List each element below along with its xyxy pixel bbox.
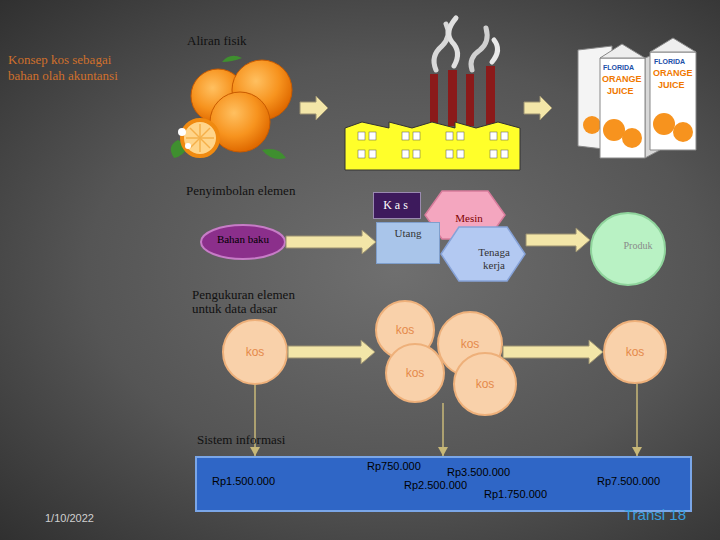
carton-text: JUICE bbox=[607, 86, 634, 96]
shape-fill bbox=[591, 213, 665, 285]
node-text: Tenaga kerja bbox=[472, 246, 516, 272]
arrow-shaft bbox=[636, 384, 638, 456]
amount-text: Rp1.500.000 bbox=[212, 475, 275, 488]
cost-circle: kos bbox=[603, 320, 667, 384]
arrow-head bbox=[438, 447, 448, 456]
carton-text: ORANGE bbox=[653, 68, 693, 78]
node-text: kos bbox=[476, 378, 495, 391]
amount-text: Rp1.750.000 bbox=[484, 488, 547, 501]
juice-cartons bbox=[578, 38, 696, 158]
node-text: kos bbox=[626, 346, 645, 359]
shape-fill bbox=[201, 225, 285, 259]
material-ellipse: Bahan baku bbox=[200, 224, 286, 260]
cash-box: Kas bbox=[373, 192, 421, 219]
date-footer: 1/10/2022 bbox=[45, 512, 94, 524]
debt-box: Utang bbox=[376, 222, 440, 264]
carton-text: ORANGE bbox=[602, 74, 642, 84]
arrow-head bbox=[632, 447, 642, 456]
oranges-picture bbox=[171, 56, 292, 159]
node-text: kos bbox=[406, 367, 425, 380]
cost-circle: kos bbox=[453, 352, 517, 416]
carton-text: FLORIDA bbox=[603, 64, 634, 71]
down-arrow bbox=[632, 384, 642, 456]
factory-picture bbox=[345, 18, 520, 170]
labor-hexagon: Tenaga kerja bbox=[440, 226, 526, 282]
cost-circle: kos bbox=[222, 319, 288, 385]
node-text: Kas bbox=[383, 199, 411, 212]
amount-text: Rp750.000 bbox=[367, 460, 421, 473]
slide-title: Konsep kos sebagai bahan olah akuntansi bbox=[8, 52, 120, 84]
flow-arrow bbox=[286, 230, 376, 254]
flow-arrow bbox=[526, 228, 590, 252]
shape-fill bbox=[386, 344, 444, 402]
section-label: Penyimbolan elemen bbox=[186, 183, 295, 199]
flow-arrow bbox=[300, 96, 328, 120]
carton-text: FLORIDA bbox=[654, 58, 685, 65]
cost-circle: kos bbox=[385, 343, 445, 403]
node-text: kos bbox=[246, 346, 265, 359]
down-arrow bbox=[438, 403, 448, 456]
shape-fill bbox=[223, 320, 287, 384]
carton-text: JUICE bbox=[658, 80, 685, 90]
arrow-head bbox=[250, 447, 260, 456]
section-label: Pengukuran elemen untuk data dasar bbox=[192, 288, 314, 316]
flow-arrow bbox=[503, 340, 603, 364]
shape-fill bbox=[454, 353, 516, 415]
product-ellipse: Produk bbox=[590, 212, 666, 286]
information-band: Rp1.500.000 Rp750.000 Rp3.500.000Rp2.500.0… bbox=[195, 456, 692, 512]
flow-arrow bbox=[524, 96, 552, 120]
node-text: kos bbox=[461, 338, 480, 351]
node-text: kos bbox=[396, 324, 415, 337]
node-text: Mesin bbox=[455, 212, 483, 225]
amount-text: Rp2.500.000 bbox=[404, 479, 467, 492]
arrow-shaft bbox=[442, 403, 444, 456]
flow-arrow bbox=[288, 340, 375, 364]
section-label: Aliran fisik bbox=[187, 33, 247, 49]
section-label: Sistem informasi bbox=[197, 432, 285, 448]
shape-fill bbox=[604, 321, 666, 383]
amount-text: Rp7.500.000 bbox=[597, 475, 660, 488]
node-text: Produk bbox=[624, 239, 653, 252]
amount-text: Rp3.500.000 bbox=[447, 466, 510, 479]
shape-fill bbox=[441, 227, 525, 281]
node-text: Utang bbox=[395, 227, 422, 240]
slide-number: Transi 18 bbox=[590, 506, 686, 523]
node-text: Bahan baku bbox=[217, 233, 269, 246]
